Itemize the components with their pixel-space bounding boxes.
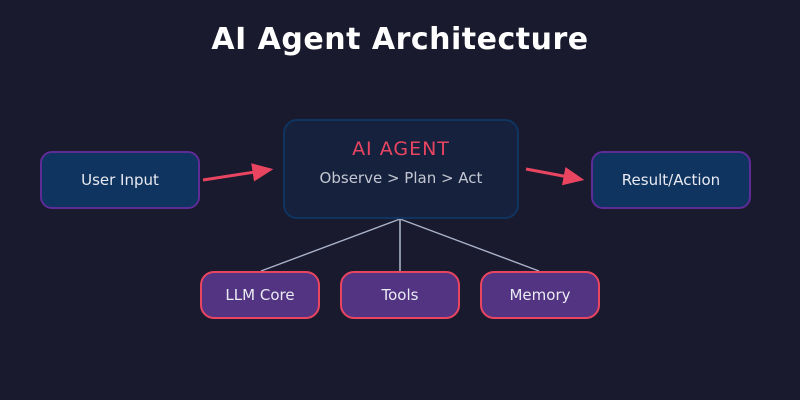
node-tools: Tools: [340, 271, 460, 319]
node-result-action-label: Result/Action: [621, 171, 721, 189]
node-user-input-label: User Input: [81, 171, 159, 189]
node-ai-agent-subtitle: Observe > Plan > Act: [319, 169, 483, 187]
node-tools-label: Tools: [381, 286, 419, 304]
node-ai-agent: AI AGENT Observe > Plan > Act: [283, 119, 519, 219]
node-ai-agent-title: AI AGENT: [352, 138, 450, 160]
node-result-action: Result/Action: [591, 151, 751, 209]
node-llm-core-label: LLM Core: [225, 286, 295, 304]
page-title: AI Agent Architecture: [211, 22, 589, 57]
node-memory-label: Memory: [509, 286, 571, 304]
connector-agent-to-llm-core: [260, 218, 401, 272]
node-llm-core: LLM Core: [200, 271, 320, 319]
arrow-agent-to-result: [525, 166, 585, 186]
node-memory: Memory: [480, 271, 600, 319]
node-user-input: User Input: [40, 151, 200, 209]
connector-agent-to-memory: [399, 218, 540, 272]
arrow-input-to-agent: [202, 163, 274, 182]
